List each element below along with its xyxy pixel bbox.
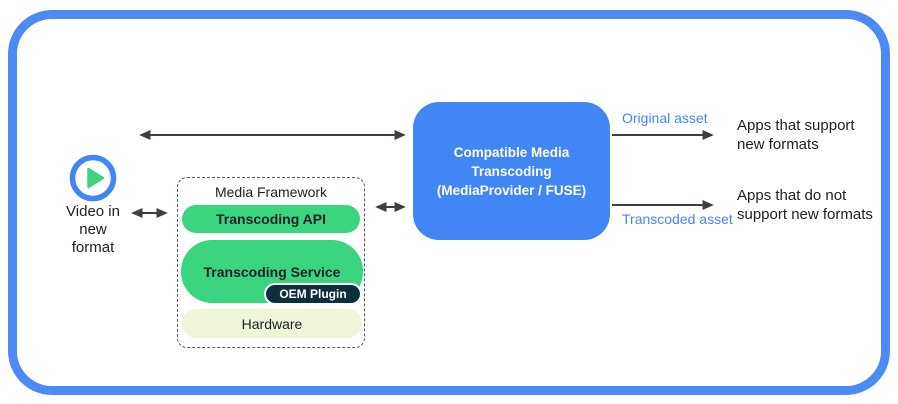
video-source-label: Video in new format [49, 203, 137, 257]
transcoding-api-pill: Transcoding API [182, 205, 360, 233]
media-framework-title: Media Framework [214, 184, 328, 200]
transcoding-box-line-2: Transcoding [471, 163, 552, 179]
video-source-line-2: new [79, 221, 107, 238]
apps-support-line-2: new formats [737, 136, 819, 153]
apps-no-support-label: Apps that do not support new formats [737, 186, 873, 224]
outer-border [8, 10, 890, 395]
original-asset-label: Original asset [622, 110, 708, 126]
hardware-label: Hardware [241, 315, 303, 332]
media-framework-box: Media Framework Transcoding API Transcod… [177, 177, 365, 348]
oem-plugin-pill: OEM Plugin [264, 283, 362, 305]
hardware-pill: Hardware [182, 309, 362, 338]
compatible-media-transcoding-box: Compatible Media Transcoding (MediaProvi… [413, 102, 610, 240]
apps-no-support-line-1: Apps that do not [737, 187, 847, 204]
transcoding-api-label: Transcoding API [216, 211, 326, 227]
apps-support-label: Apps that support new formats [737, 116, 855, 154]
play-icon [69, 154, 117, 202]
oem-plugin-label: OEM Plugin [279, 287, 347, 301]
apps-no-support-line-2: support new formats [737, 206, 873, 223]
transcoding-box-line-3: (MediaProvider / FUSE) [436, 182, 587, 198]
video-source-line-1: Video in [66, 203, 120, 220]
transcoded-asset-label: Transcoded asset [622, 211, 733, 227]
video-source-line-3: format [71, 239, 115, 256]
transcoding-service-label: Transcoding Service [203, 263, 341, 280]
apps-support-line-1: Apps that support [737, 117, 855, 134]
transcoding-service-box: Transcoding Service OEM Plugin [181, 240, 363, 305]
transcoding-box-line-1: Compatible Media [453, 144, 570, 160]
